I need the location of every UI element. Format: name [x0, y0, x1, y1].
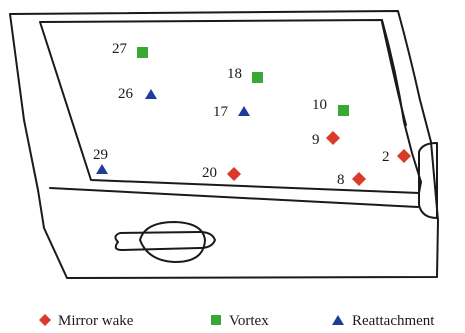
- marker-reattachment-17: [238, 106, 250, 116]
- label-2: 2: [382, 149, 390, 165]
- marker-reattachment-26: [145, 89, 157, 99]
- label-20: 20: [202, 165, 217, 181]
- marker-mirror-wake-8: [352, 172, 366, 186]
- legend-square-icon: [211, 315, 221, 325]
- label-8: 8: [337, 172, 345, 188]
- label-9: 9: [312, 132, 320, 148]
- marker-vortex-18: [252, 72, 263, 83]
- legend-item-vortex: Vortex: [211, 313, 269, 329]
- side-mirror: [418, 142, 438, 219]
- legend-label-mirror-wake: Mirror wake: [58, 313, 134, 329]
- door-handle-recess: [139, 221, 206, 263]
- measurement-points: 27 18 10 26 17 29 9 2 20 8: [93, 41, 411, 188]
- label-18: 18: [227, 66, 242, 82]
- legend: Mirror wake Vortex Reattachment: [39, 313, 435, 329]
- label-29: 29: [93, 147, 108, 163]
- legend-item-mirror-wake: Mirror wake: [39, 313, 134, 329]
- marker-mirror-wake-20: [227, 167, 241, 181]
- marker-reattachment-29: [96, 164, 108, 174]
- label-26: 26: [118, 86, 134, 102]
- door-outline: [9, 10, 439, 279]
- marker-vortex-27: [137, 47, 148, 58]
- window-frame: [39, 19, 422, 194]
- marker-vortex-10: [338, 105, 349, 116]
- door-outer-frame: [9, 10, 439, 279]
- label-10: 10: [312, 97, 327, 113]
- marker-mirror-wake-2: [397, 149, 411, 163]
- marker-mirror-wake-9: [326, 131, 340, 145]
- legend-label-vortex: Vortex: [229, 313, 269, 329]
- label-17: 17: [213, 104, 229, 120]
- label-27: 27: [112, 41, 128, 57]
- legend-diamond-icon: [39, 314, 51, 326]
- door-handle: [114, 231, 216, 251]
- legend-label-reattachment: Reattachment: [352, 313, 435, 329]
- window-frame-curve: [381, 21, 407, 126]
- legend-triangle-icon: [332, 315, 344, 325]
- belt-line: [49, 187, 419, 208]
- legend-item-reattachment: Reattachment: [332, 313, 435, 329]
